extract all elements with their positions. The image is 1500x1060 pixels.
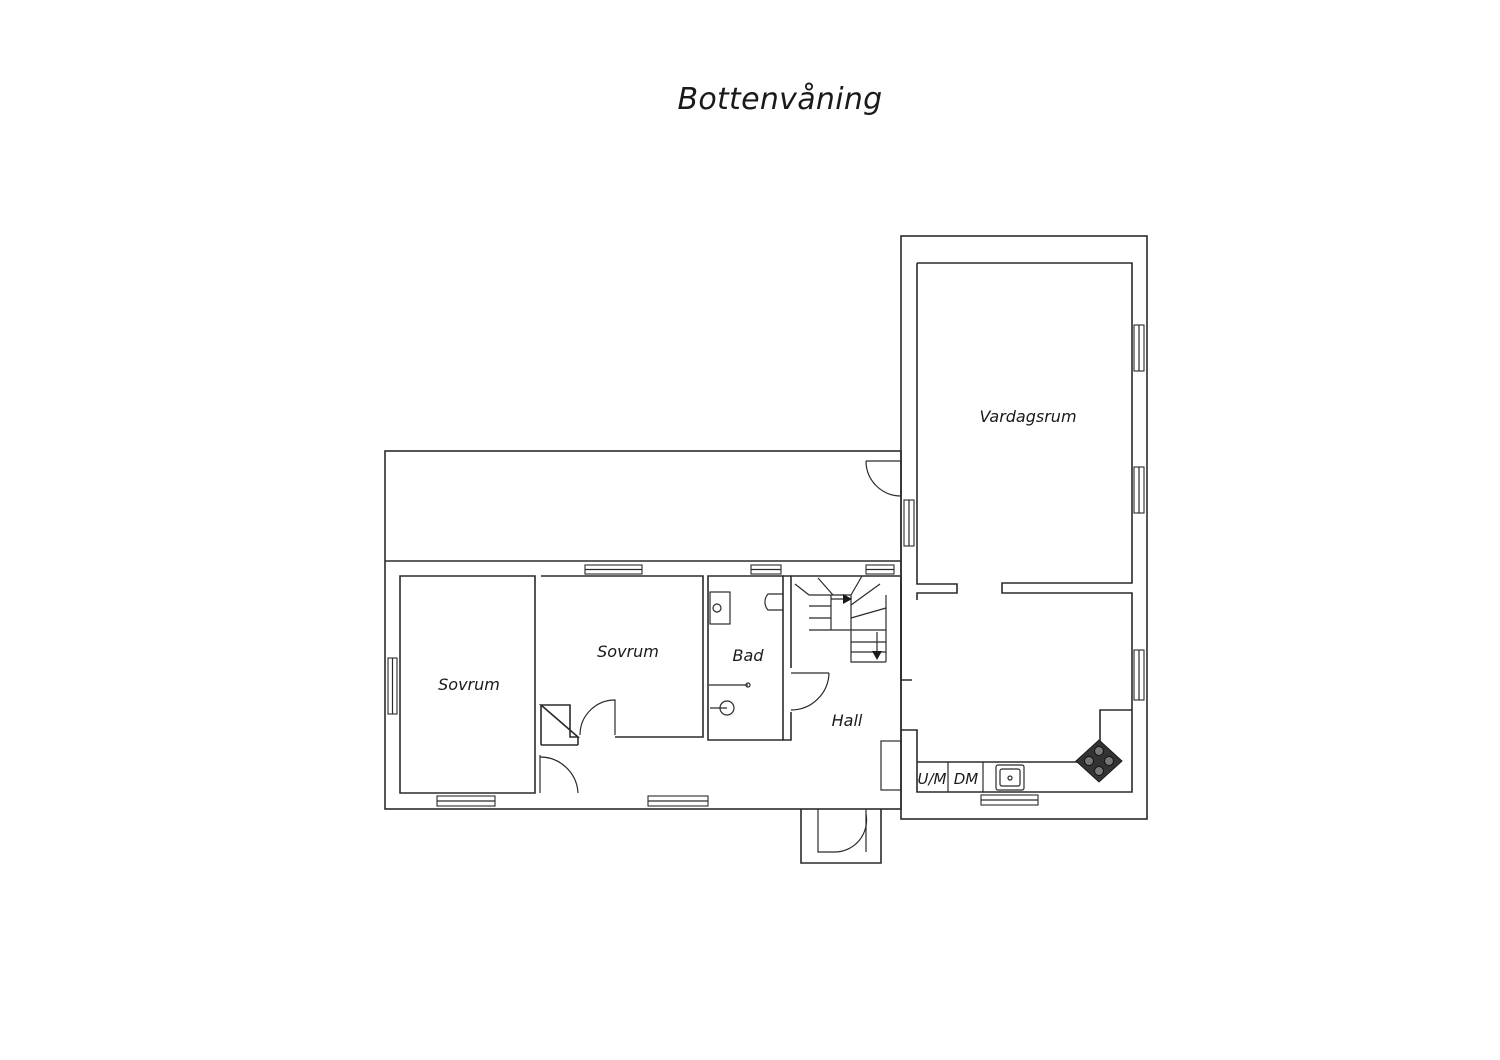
windows	[387, 324, 1145, 807]
room-label-vardagsrum: Vardagsrum	[979, 407, 1076, 426]
stove-icon	[1075, 739, 1123, 783]
appliance-label-um: U/M	[918, 770, 947, 788]
room-label-sovrum-middle: Sovrum	[597, 642, 659, 661]
staircase	[791, 575, 912, 681]
bedroom-left	[399, 575, 579, 794]
veranda-door	[865, 460, 902, 497]
bedroom-middle	[538, 575, 704, 746]
outer-walls	[384, 235, 1148, 820]
room-label-sovrum-left: Sovrum	[438, 675, 500, 694]
bathroom	[707, 575, 830, 741]
appliance-label-dm: DM	[954, 770, 979, 788]
room-label-hall: Hall	[832, 711, 863, 730]
entrance-porch	[800, 809, 882, 864]
hall-wardrobe	[880, 740, 902, 791]
room-label-bad: Bad	[733, 646, 765, 665]
floor-title: Bottenvåning	[677, 82, 883, 117]
kitchen	[917, 709, 1132, 792]
